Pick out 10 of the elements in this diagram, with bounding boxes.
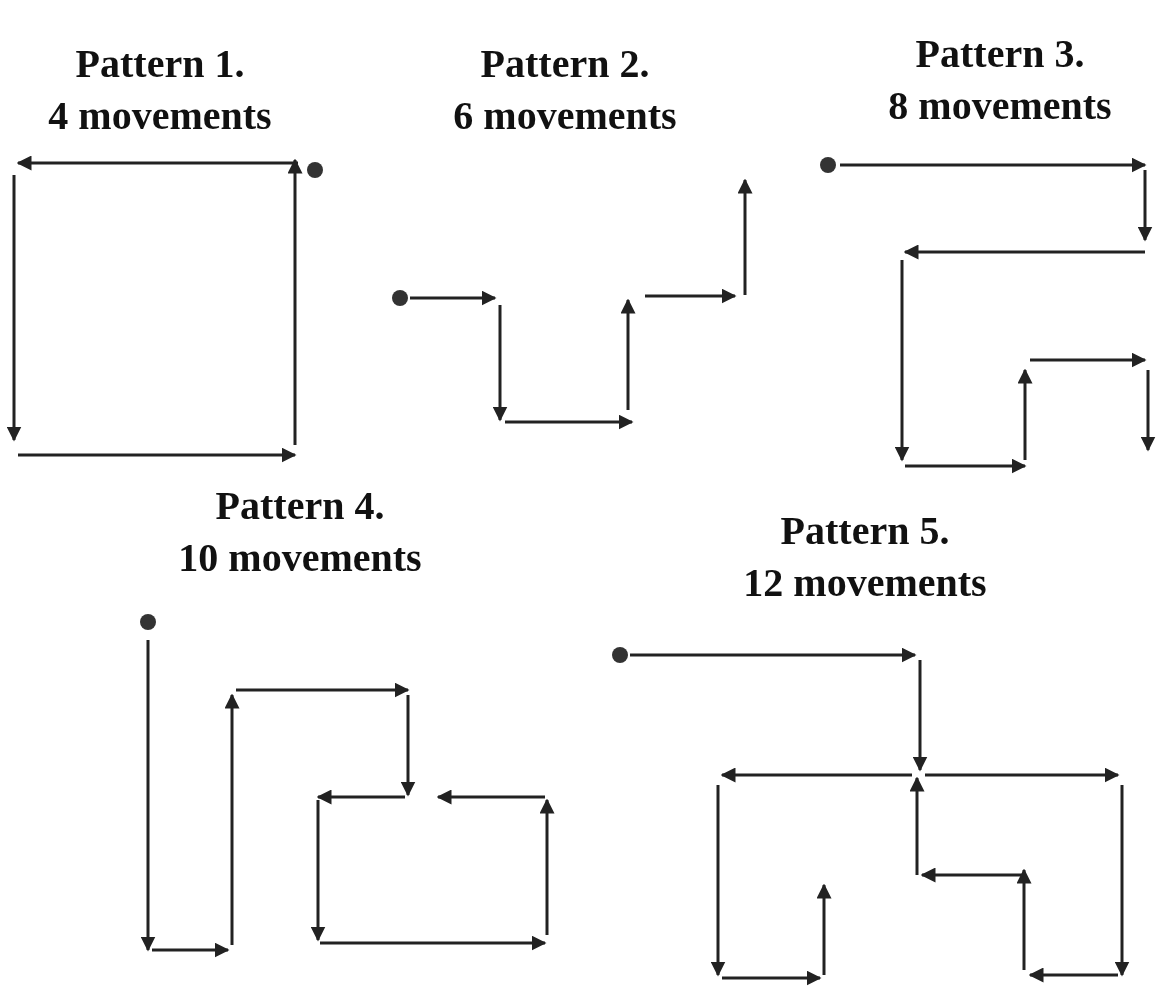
pattern-title: Pattern 3. xyxy=(915,30,1085,78)
movement-count: 8 movements xyxy=(888,82,1112,130)
movement-count: 12 movements xyxy=(743,559,987,607)
pattern-title: Pattern 2. xyxy=(480,40,650,88)
pattern-title: Pattern 4. xyxy=(215,482,385,530)
movement-count: 6 movements xyxy=(453,92,677,140)
movement-count: 4 movements xyxy=(48,92,272,140)
movement-count: 10 movements xyxy=(178,534,422,582)
pattern-title: Pattern 1. xyxy=(75,40,245,88)
pattern-title: Pattern 5. xyxy=(780,507,950,555)
